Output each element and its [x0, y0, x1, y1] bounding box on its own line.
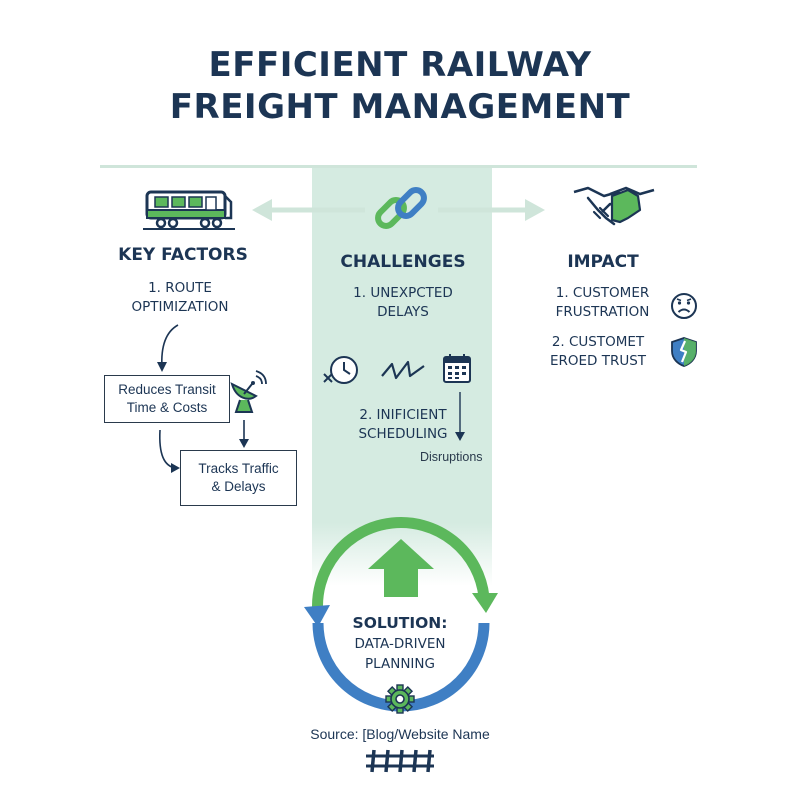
box-2-line-2: & Delays	[211, 479, 266, 494]
solution-line-2: DATA-DRIVEN	[354, 636, 446, 652]
key-factor-1-line-1: 1. ROUTE	[148, 280, 212, 296]
train-icon	[143, 190, 235, 230]
up-arrow-icon	[368, 539, 434, 597]
box-2-line-1: Tracks Traffic	[198, 461, 279, 476]
solution-line-1: SOLUTION:	[352, 614, 448, 632]
disruptions-label: Disruptions	[420, 450, 483, 464]
impact-2-line-2: EROED TRUST	[549, 353, 647, 369]
impact-1-line-2: FRUSTRATION	[555, 304, 650, 320]
challenge-2-line-1: 2. INIFICIENT	[359, 407, 447, 423]
sad-face-icon	[671, 293, 697, 319]
handshake-icon	[573, 186, 655, 226]
clock-icon	[323, 356, 358, 384]
zigzag-icon	[381, 360, 425, 380]
impact-2-line-1: 2. CUSTOMET	[551, 334, 645, 350]
title-line-1: EFFICIENT RAILWAY	[208, 45, 592, 85]
calendar-icon	[443, 354, 471, 383]
impact-1-line-1: 1. CUSTOMER	[555, 285, 650, 301]
title-line-2: FREIGHT MANAGEMENT	[169, 87, 631, 127]
broken-shield-icon	[671, 337, 697, 367]
reduces-transit-box: Reduces Transit Time & Costs	[104, 375, 230, 423]
gear-icon	[385, 684, 415, 714]
right-arrow	[438, 199, 545, 221]
top-divider	[100, 165, 697, 168]
challenge-1-line-2: DELAYS	[377, 304, 429, 320]
impact-heading: IMPACT	[567, 252, 639, 272]
key-factors-heading: KEY FACTORS	[118, 245, 248, 265]
box-1-line-2: Time & Costs	[126, 400, 208, 415]
left-arrow	[252, 199, 365, 221]
challenge-1-line-1: 1. UNEXPCTED	[353, 285, 453, 301]
solution-line-3: PLANNING	[365, 656, 435, 672]
box-1-line-1: Reduces Transit	[118, 382, 216, 397]
rail-track-icon	[366, 749, 434, 773]
tracks-traffic-box: Tracks Traffic & Delays	[180, 450, 297, 506]
chain-link-icon	[375, 187, 427, 229]
challenges-heading: CHALLENGES	[340, 252, 466, 272]
satellite-dish-icon	[230, 370, 267, 413]
challenge-2-line-2: SCHEDULING	[358, 426, 448, 442]
key-factor-1-line-2: OPTIMIZATION	[131, 299, 229, 315]
source-credit: Source: [Blog/Website Name	[310, 726, 490, 742]
